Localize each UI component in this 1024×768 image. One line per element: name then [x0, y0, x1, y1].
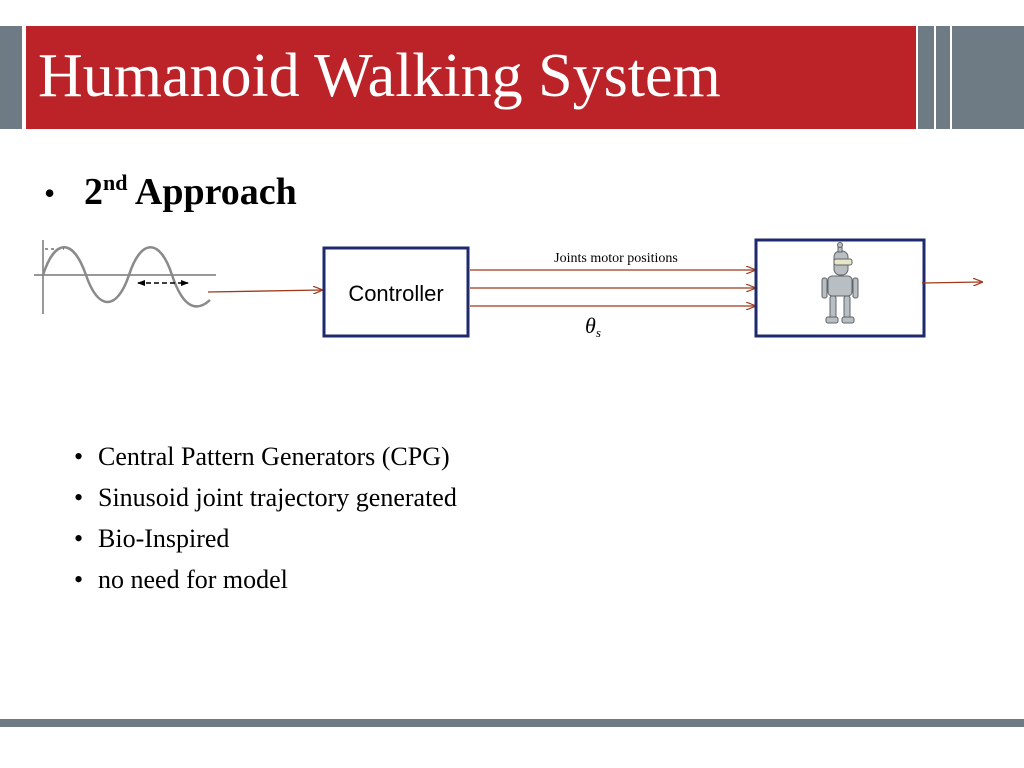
list-bullet: • — [74, 483, 84, 512]
theta-label: θs — [585, 313, 601, 340]
signal-label: Joints motor positions — [554, 251, 678, 266]
input-arrow — [207, 290, 322, 292]
title-banner — [26, 26, 916, 129]
approach-number: 2 — [84, 171, 103, 213]
footer-bar — [0, 719, 1024, 727]
theta-subscript: s — [596, 325, 601, 340]
list-bullet: • — [74, 442, 84, 471]
list-item-text: Central Pattern Generators (CPG) — [98, 442, 450, 471]
feature-list: • Central Pattern Generators (CPG) • Sinus… — [74, 436, 457, 600]
header-right-bar-3 — [952, 26, 1024, 129]
main-bullet-marker: • — [44, 175, 56, 211]
approach-ordinal: nd — [103, 170, 128, 195]
list-bullet: • — [74, 565, 84, 594]
sine-wave — [41, 246, 211, 308]
header-left-bar — [0, 26, 22, 129]
main-bullet: • 2nd Approach — [44, 168, 297, 217]
list-item: • Central Pattern Generators (CPG) — [74, 436, 457, 477]
list-item-text: no need for model — [98, 565, 288, 594]
slide-title: Humanoid Walking System — [38, 42, 721, 110]
list-item-text: Sinusoid joint trajectory generated — [98, 483, 457, 512]
approach-label: Approach — [134, 171, 297, 213]
theta-symbol: θ — [585, 313, 596, 338]
list-item: • Sinusoid joint trajectory generated — [74, 477, 457, 518]
header-left-gap — [22, 26, 26, 129]
header-right-bar-2 — [936, 26, 950, 129]
list-item: • Bio-Inspired — [74, 518, 457, 559]
list-item: • no need for model — [74, 559, 457, 600]
cpg-diagram: Controller Joints motor positions θs — [34, 238, 1024, 340]
output-arrow — [921, 282, 982, 283]
header-right-bar-1 — [918, 26, 934, 129]
list-item-text: Bio-Inspired — [98, 524, 230, 553]
list-bullet: • — [74, 524, 84, 553]
controller-label: Controller — [348, 281, 443, 306]
controller-box — [322, 246, 470, 338]
robot-icon — [821, 242, 859, 324]
